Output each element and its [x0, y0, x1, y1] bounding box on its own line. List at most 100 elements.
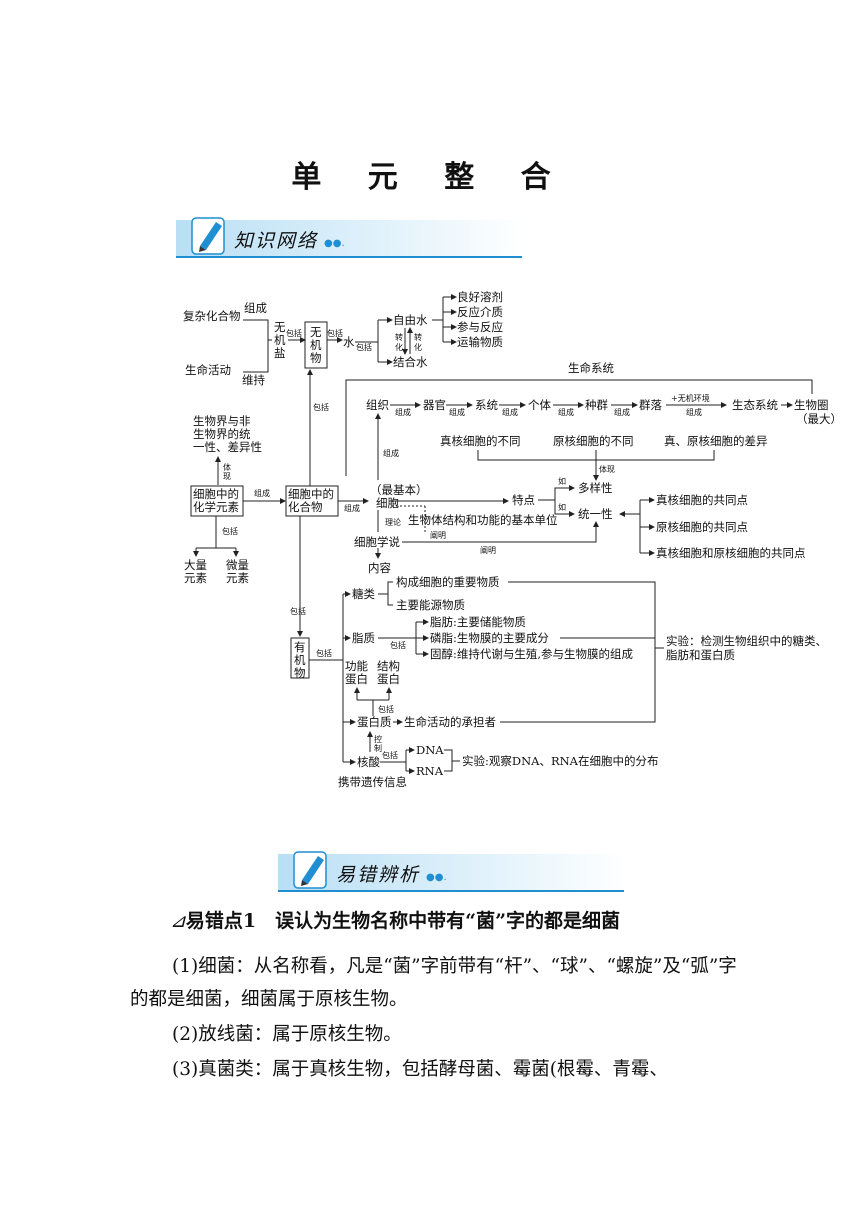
zhuanhua-left-1: 转	[395, 332, 403, 342]
diversity-label: 多样性	[578, 481, 613, 495]
error-heading-text: 易错点1 误认为生物名称中带有“菌”字的都是细菌	[185, 910, 621, 932]
paragraph: (1)细菌：从名称看，凡是“菌”字前带有“杆”、“球”、“螺旋”及“弧”字的都是…	[130, 956, 737, 1010]
detect-experiment-2: 脂肪和蛋白质	[666, 648, 735, 662]
banner-dots: ●●.	[324, 238, 345, 249]
sugar-item: 主要能源物质	[396, 598, 465, 612]
zucheng-vertical: 组成	[383, 448, 399, 458]
biosphere-largest: （最大）	[796, 412, 842, 426]
baokuo-lipid: 包括	[390, 640, 406, 650]
ru-1: 如	[558, 476, 566, 486]
nucleic-experiment: 实验:观察DNA、RNA在细胞中的分布	[462, 754, 659, 768]
eukaryote-diff: 真核细胞的不同	[440, 434, 521, 448]
level-ecosystem: 生态系统	[732, 398, 778, 412]
baokuo-organic-2: 包括	[316, 648, 332, 658]
wujiyan-2: 机	[274, 333, 286, 347]
zucheng-elements: 组成	[254, 488, 270, 498]
zucheng-cell: 组成	[344, 503, 360, 513]
water-role: 良好溶剂	[457, 290, 503, 304]
complex-compound-label: 复杂化合物	[183, 309, 241, 323]
wujiwu-1: 无	[310, 325, 322, 339]
theory-label: 理论	[385, 517, 401, 527]
euk-prok-common: 真核细胞和原核细胞的共同点	[656, 546, 806, 560]
error-mark-icon: ⊿	[170, 910, 186, 932]
banner-label: 易错辨析	[336, 864, 421, 886]
organic-1: 有	[294, 640, 306, 654]
unity-diversity-1: 生物界与非	[193, 414, 251, 428]
micro-elements-2: 元素	[226, 571, 249, 585]
macro-elements-2: 元素	[184, 571, 207, 585]
eukaryote-common: 真核细胞的共同点	[656, 493, 748, 507]
chanming-2: 阐明	[480, 546, 496, 555]
rna-label: RNA	[416, 764, 444, 778]
wujiwu-3: 物	[310, 351, 322, 365]
zhuanhua-right-1: 转	[414, 332, 422, 342]
baokuo-organic: 包括	[290, 606, 306, 616]
zucheng-small: 组成	[449, 407, 465, 417]
cell-compounds-2: 化合物	[288, 500, 323, 514]
organic-box	[290, 637, 310, 679]
prokaryote-diff: 原核细胞的不同	[553, 434, 634, 448]
bound-water-label: 结合水	[393, 355, 428, 369]
sugar-label: 糖类	[352, 587, 375, 601]
structural-protein-2: 蛋白	[377, 672, 400, 686]
baokuo-nucleic: 包括	[382, 750, 398, 760]
control-2: 制	[374, 743, 382, 753]
baokuo-label-2: 包括	[327, 328, 343, 338]
euk-prok-diff: 真、原核细胞的差异	[664, 434, 768, 448]
baokuo-vertical: 包括	[313, 402, 329, 412]
baokuo-elements: 包括	[222, 526, 238, 536]
level-population: 种群	[585, 398, 608, 412]
zucheng-small: 组成	[395, 407, 411, 417]
ru-2: 如	[558, 502, 566, 512]
water-role-list: 良好溶剂 反应介质 参与反应 运输物质	[443, 290, 503, 349]
structural-protein-1: 结构	[377, 659, 400, 673]
level-individual: 个体	[528, 398, 551, 412]
page-title: 单 元 整 合	[291, 160, 569, 195]
pencil-icon	[191, 217, 225, 255]
error-point-heading: ⊿易错点1 误认为生物名称中带有“菌”字的都是细菌	[170, 906, 620, 933]
lipid-item: 固醇:维持代谢与生殖,参与生物膜的组成	[430, 647, 634, 661]
level-system: 系统	[475, 398, 498, 412]
banner-dots: ●●.	[426, 872, 447, 883]
content-label: 内容	[368, 561, 391, 575]
sugar-item: 构成细胞的重要物质	[396, 575, 500, 589]
free-water-label: 自由水	[393, 313, 428, 327]
level-biosphere: 生物圈	[794, 398, 829, 412]
cell-compounds-1: 细胞中的	[288, 487, 334, 501]
zucheng-small: 组成	[686, 407, 702, 417]
banner-label: 知识网络	[234, 230, 319, 252]
tixian-1: 体	[223, 462, 231, 472]
nucleic-acid-label: 核酸	[357, 755, 380, 769]
feature-label: 特点	[512, 493, 535, 507]
knowledge-network-banner: 知识网络 ●●.	[176, 212, 522, 258]
prokaryote-common: 原核细胞的共同点	[656, 520, 748, 534]
unity-diversity-2: 生物界的统	[193, 427, 251, 441]
life-system-label: 生命系统	[568, 361, 614, 375]
water-role: 参与反应	[457, 320, 503, 334]
unity-diversity-3: 一性、差异性	[193, 440, 262, 454]
wujiyan-1: 无	[274, 320, 286, 334]
control-1: 控	[374, 734, 382, 744]
common-errors-banner: 易错辨析 ●●.	[278, 846, 624, 892]
zhuanhua-right-2: 化	[414, 342, 422, 352]
zucheng-small: 组成	[558, 407, 574, 417]
baokuo-label-1: 包括	[286, 328, 302, 338]
water-label: 水	[343, 335, 355, 349]
functional-protein-1: 功能	[345, 659, 368, 673]
organic-2: 机	[294, 653, 306, 667]
level-tissue: 组织	[366, 398, 389, 412]
water-role: 反应介质	[457, 305, 503, 319]
wujiyan-3: 盐	[274, 346, 286, 360]
lipid-label: 脂质	[352, 631, 375, 645]
baokuo-label-3: 包括	[356, 342, 372, 352]
zucheng-small: 组成	[502, 407, 518, 417]
level-organ: 器官	[423, 398, 446, 412]
protein-role: 生命活动的承担者	[404, 715, 496, 729]
zucheng-label: 组成	[244, 301, 267, 315]
cell-label: 细胞	[376, 496, 399, 510]
zhuanhua-left-2: 化	[395, 342, 403, 352]
baokuo-protein: 包括	[378, 704, 394, 714]
water-role: 运输物质	[457, 335, 503, 349]
chanming-1: 阐明	[430, 531, 446, 540]
